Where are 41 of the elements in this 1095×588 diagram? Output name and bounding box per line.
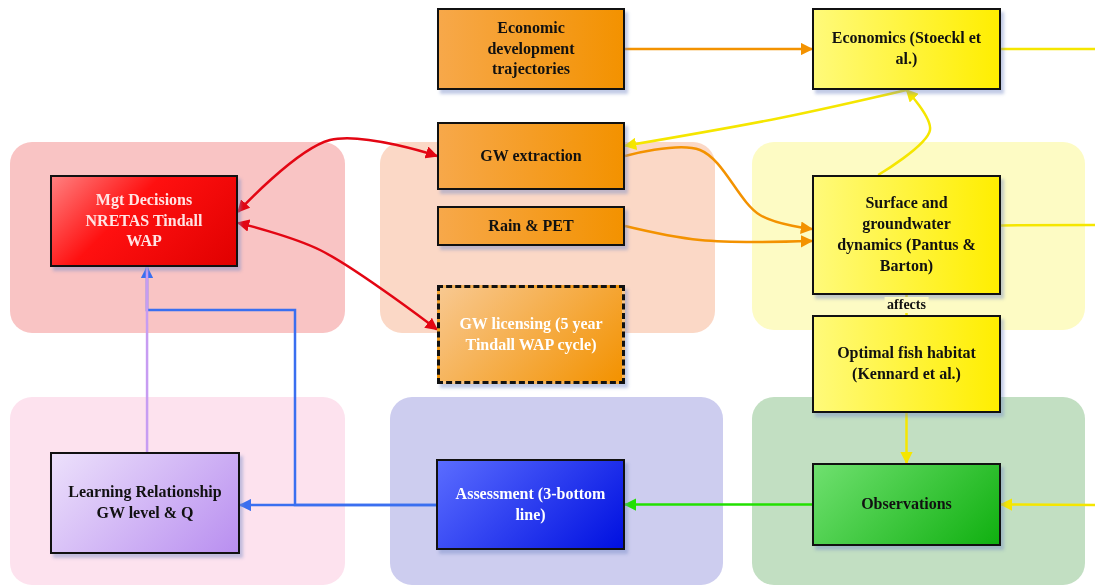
arrow: [623, 88, 907, 151]
edge-label: affects: [884, 297, 929, 313]
arrow: [623, 498, 812, 511]
process-box: [437, 206, 625, 246]
panel-background: [10, 397, 345, 585]
panel-background: [390, 397, 723, 585]
process-box: [437, 8, 625, 90]
connector-line: [145, 267, 149, 452]
box-label: Optimal fish habitat (Kennard et al.): [836, 343, 977, 385]
process-box: [50, 452, 240, 554]
panel-background: [752, 397, 1085, 585]
box-label: Economic development trajectories: [486, 17, 576, 80]
process-box: [437, 285, 625, 384]
connector-line: [1001, 223, 1095, 227]
box-label: Mgt Decisions NRETAS Tindall WAP: [84, 189, 204, 252]
arrow: [624, 146, 814, 234]
arrow: [236, 219, 438, 331]
box-label: Assessment (3-bottom line): [454, 483, 607, 525]
box-label: Rain & PET: [487, 215, 575, 236]
box-label: Observations: [860, 494, 953, 515]
process-box: [812, 175, 1001, 295]
box-label: Economics (Stoeckl et al.): [830, 28, 983, 70]
arrow: [625, 42, 814, 56]
arrow: [237, 136, 439, 213]
process-box: [812, 463, 1001, 546]
box-label: GW extraction: [479, 145, 583, 166]
connector-line: [1001, 47, 1095, 51]
arrow: [624, 224, 814, 248]
process-box: [437, 122, 625, 190]
process-box: [812, 8, 1001, 90]
arrow: [999, 498, 1095, 511]
box-label: GW licensing (5 year Tindall WAP cycle): [458, 313, 604, 356]
arrow: [877, 89, 932, 177]
arrow: [900, 413, 913, 465]
box-label: Learning Relationship GW level & Q: [67, 482, 223, 523]
process-box: [812, 315, 1001, 413]
process-box: [436, 459, 625, 550]
panel-background: [10, 142, 345, 333]
process-box: [50, 175, 238, 267]
panel-background: [752, 142, 1085, 330]
box-label: Surface and groundwater dynamics (Pantus & Barton): [836, 193, 977, 277]
